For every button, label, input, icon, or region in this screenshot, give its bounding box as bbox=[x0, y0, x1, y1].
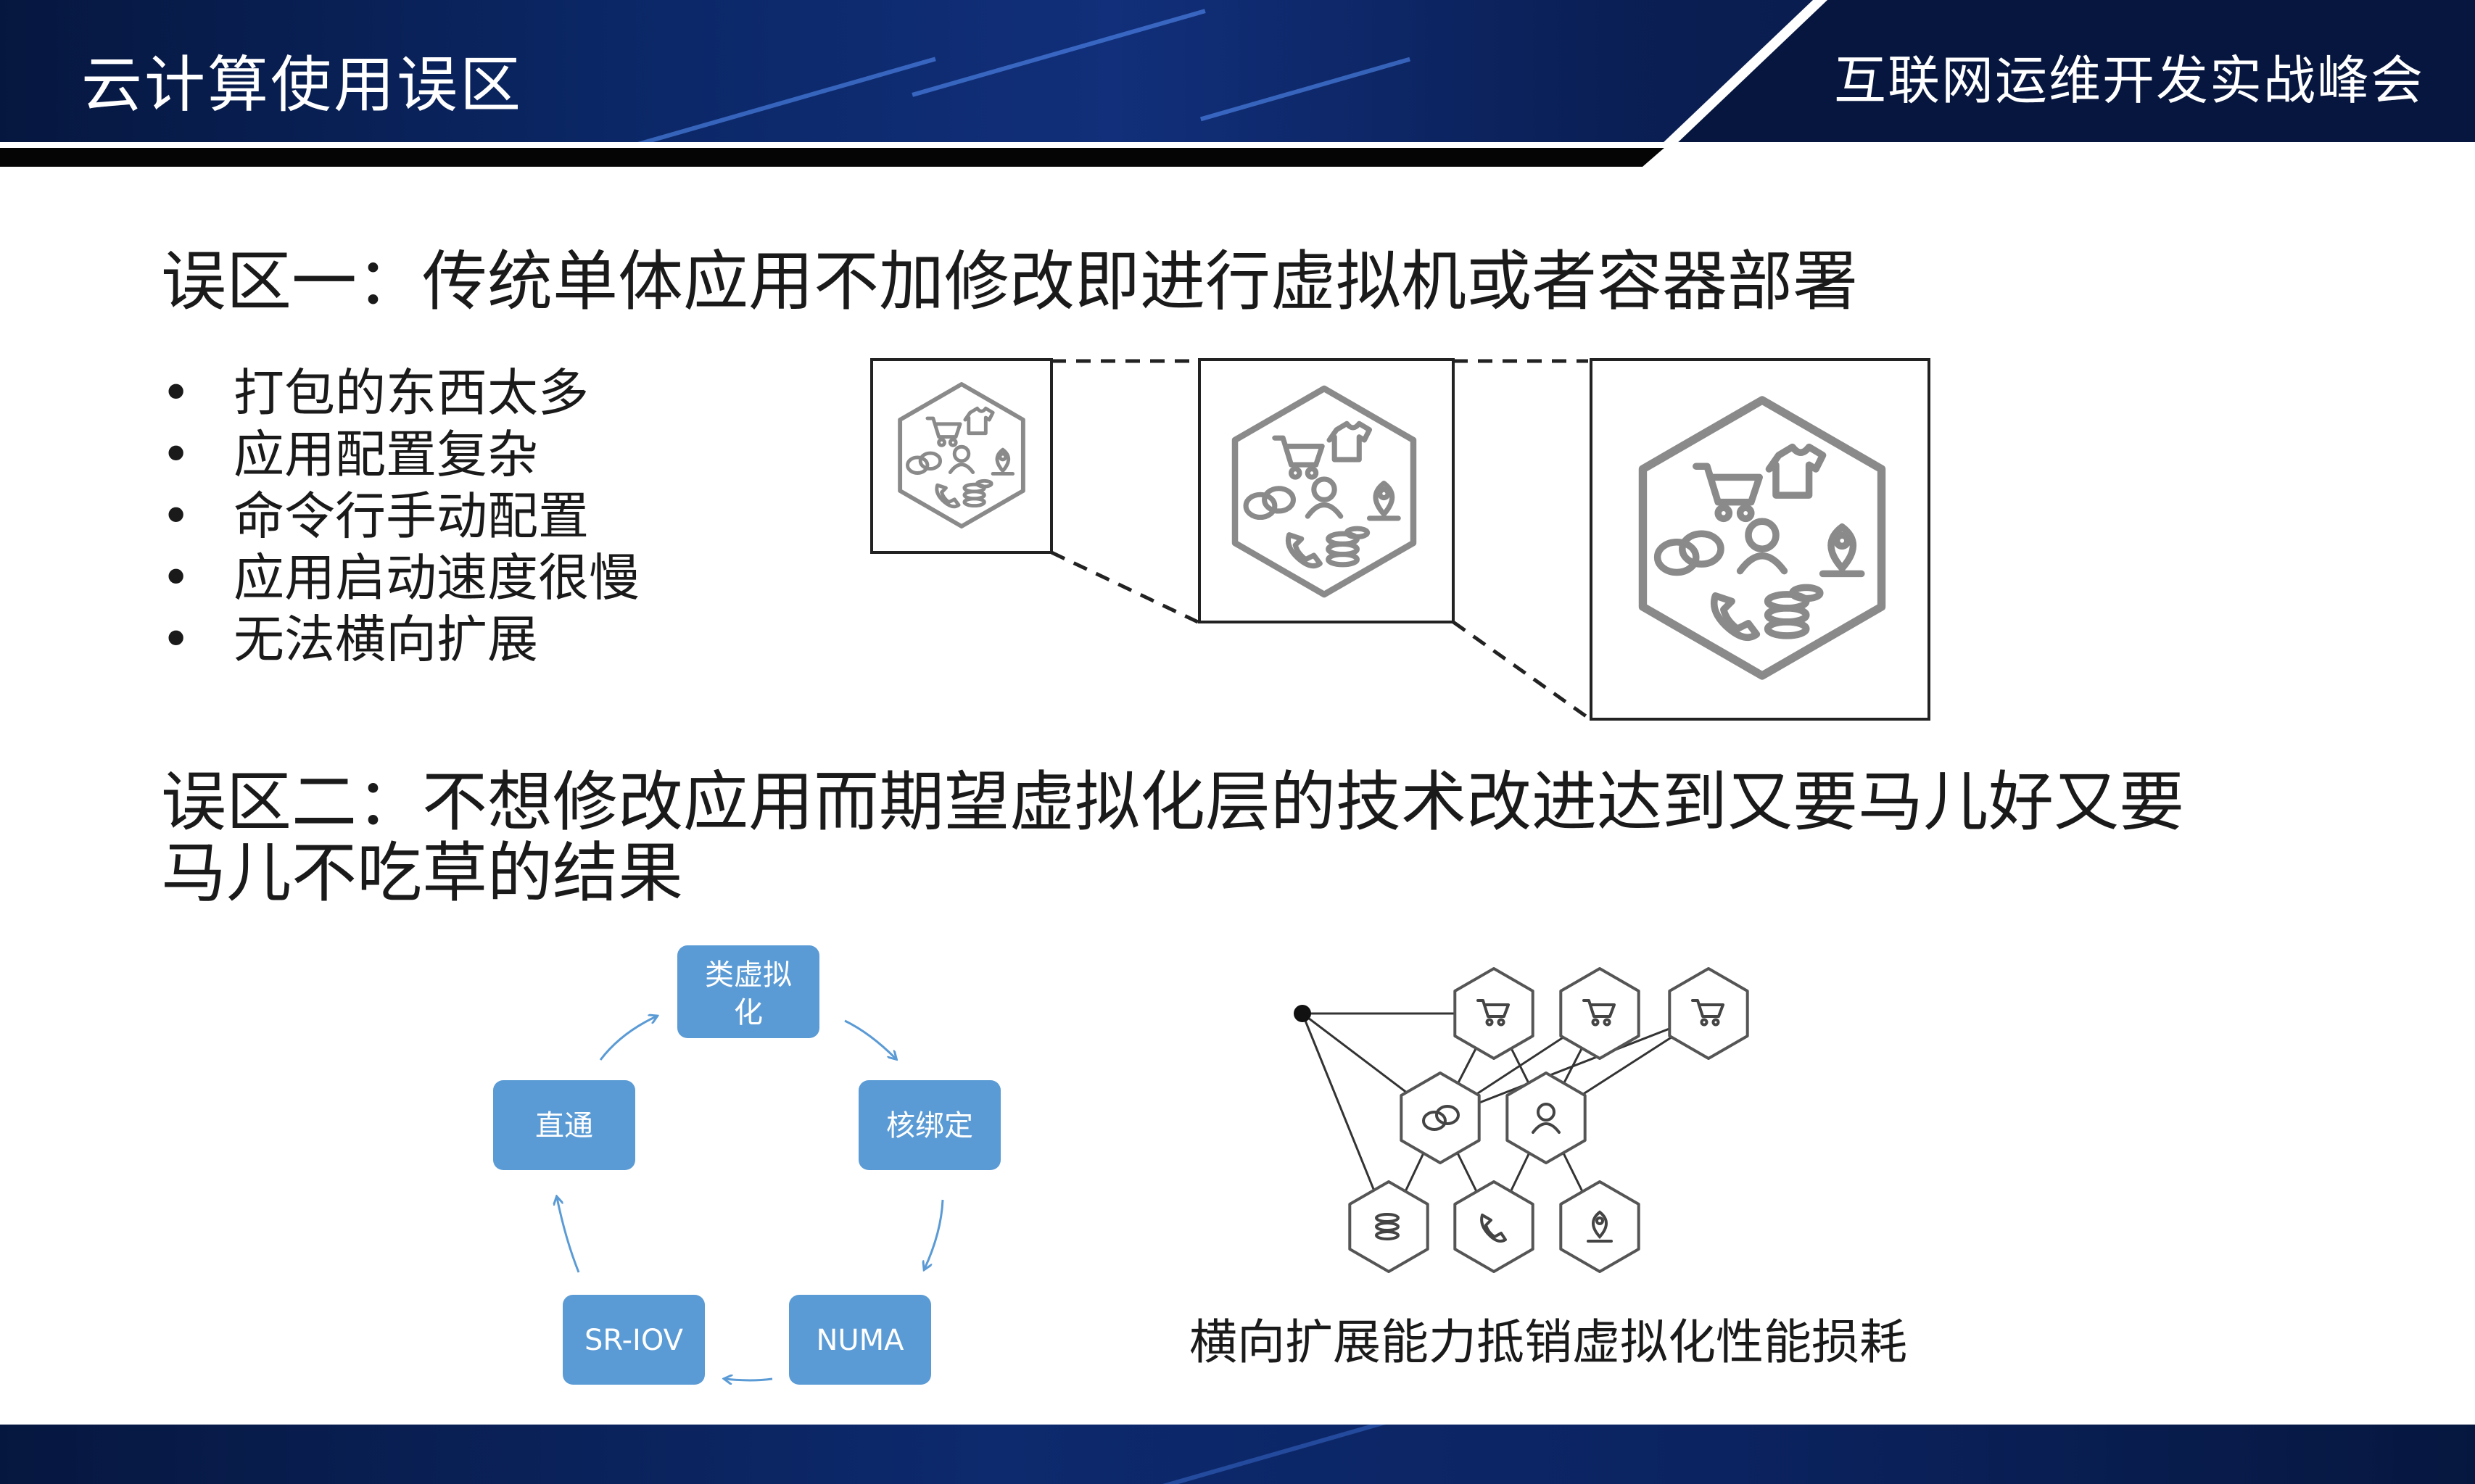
zoom-box-medium bbox=[1198, 358, 1455, 623]
cycle-node-virtualization: 类虚拟 化 bbox=[677, 945, 819, 1038]
network-node-coins bbox=[1348, 1180, 1429, 1273]
zoom-connector-lines bbox=[1050, 359, 1590, 720]
slide-title: 云计算使用误区 bbox=[81, 49, 524, 120]
phone-icon bbox=[1480, 1214, 1507, 1243]
bullet-item: 应用启动速度很慢 bbox=[161, 547, 640, 609]
zoom-illustration bbox=[870, 358, 1930, 721]
section2-heading-line1: 误区二：不想修改应用而期望虚拟化层的技术改进达到又要马儿好又要 bbox=[161, 764, 2184, 840]
network-node-user bbox=[1505, 1071, 1587, 1164]
user-icon bbox=[1532, 1103, 1561, 1134]
slide-footer bbox=[0, 1425, 2475, 1484]
cycle-arrows bbox=[557, 1016, 944, 1380]
network-node-location bbox=[1559, 1180, 1640, 1273]
bullet-item: 应用配置复杂 bbox=[161, 424, 640, 486]
cycle-node-label: 直通 bbox=[535, 1109, 593, 1143]
cycle-node-passthrough: 直通 bbox=[493, 1080, 635, 1170]
cart-icon bbox=[1691, 999, 1724, 1027]
cycle-node-label: 类虚拟 bbox=[705, 958, 792, 992]
section2-heading-line2: 马儿不吃草的结果 bbox=[161, 835, 683, 911]
cycle-node-label: 化 bbox=[734, 996, 763, 1029]
zoom-box-small bbox=[870, 358, 1053, 554]
network-node-phone bbox=[1453, 1180, 1534, 1273]
bullet-list: 打包的东西太多 应用配置复杂 命令行手动配置 应用启动速度很慢 无法横向扩展 bbox=[161, 362, 640, 671]
network-caption: 横向扩展能力抵销虚拟化性能损耗 bbox=[1189, 1314, 1907, 1370]
coins-icon bbox=[1375, 1213, 1400, 1240]
zoom-box-large bbox=[1590, 358, 1930, 721]
optimization-cycle-diagram: 类虚拟 化 核绑定 NUMA SR-IOV 直通 bbox=[493, 945, 1001, 1399]
bullet-item: 无法横向扩展 bbox=[161, 609, 640, 671]
conference-brand: 互联网运维开发实战峰会 bbox=[1833, 50, 2424, 111]
network-node-cart bbox=[1559, 967, 1640, 1060]
network-node-cart bbox=[1668, 967, 1749, 1060]
section1-heading: 误区一：传统单体应用不加修改即进行虚拟机或者容器部署 bbox=[161, 244, 1858, 320]
cycle-node-label: NUMA bbox=[816, 1324, 904, 1357]
network-node-chat bbox=[1400, 1071, 1481, 1164]
location-icon bbox=[1587, 1210, 1613, 1243]
cycle-node-sr-iov: SR-IOV bbox=[563, 1295, 705, 1385]
bullet-item: 打包的东西太多 bbox=[161, 362, 640, 424]
network-origin-dot bbox=[1294, 1005, 1311, 1022]
light-streak bbox=[1094, 1425, 1445, 1484]
cycle-node-label: 核绑定 bbox=[886, 1109, 973, 1143]
scale-out-network-diagram bbox=[1294, 967, 1749, 1273]
cart-icon bbox=[1476, 999, 1510, 1027]
cycle-node-numa: NUMA bbox=[789, 1295, 931, 1385]
cycle-node-core-binding: 核绑定 bbox=[859, 1080, 1001, 1170]
bullet-item: 命令行手动配置 bbox=[161, 486, 640, 547]
chat-icon bbox=[1422, 1105, 1460, 1131]
network-node-cart bbox=[1453, 967, 1534, 1060]
slide-header: 云计算使用误区 互联网运维开发实战峰会 bbox=[0, 0, 2475, 168]
cart-icon bbox=[1582, 999, 1616, 1027]
cycle-node-label: SR-IOV bbox=[584, 1324, 684, 1357]
header-divider-bar bbox=[0, 0, 2475, 167]
